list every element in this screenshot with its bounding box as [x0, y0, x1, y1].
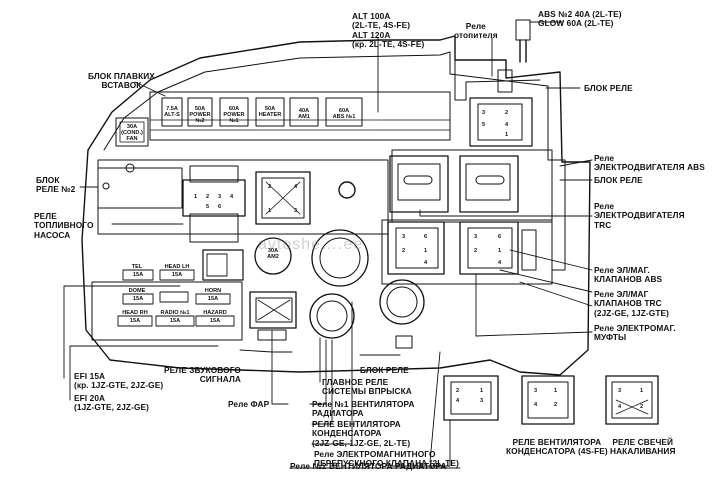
- label-efi-20a: EFI 20A (1JZ-GTE, 2JZ-GE): [74, 393, 149, 413]
- pin-2: 2: [474, 248, 478, 254]
- label-bypass-valve-relay: Реле ЭЛЕКТРОМАГНИТНОГО ПЕРЕПУСКНОГО КЛАП…: [314, 449, 459, 469]
- pin-3: 3: [402, 234, 406, 240]
- label-relay-block-2: БЛОК РЕЛЕ №2: [36, 175, 76, 195]
- fuse-horn: HORN: [204, 288, 222, 294]
- pin-5: 5: [482, 122, 486, 128]
- label-relay-block-bottom: БЛОК РЕЛЕ: [360, 365, 409, 375]
- fuse-head-lh: HEAD LH: [164, 264, 190, 270]
- pin-4: 4: [534, 402, 538, 408]
- fuse-head-rh: HEAD RH: [122, 310, 148, 316]
- pin-2: 2: [640, 404, 644, 410]
- label-trc-motor-relay: Реле ЭЛЕКТРОДВИГАТЕЛЯ TRC: [594, 201, 685, 230]
- fuse-block-enclosure: [149, 91, 451, 141]
- pin-4: 4: [424, 260, 428, 266]
- fuse-rating-head-lh: 15A: [171, 272, 183, 278]
- label-abs-motor-relay: Реле ЭЛЕКТРОДВИГАТЕЛЯ ABS: [594, 153, 705, 173]
- fuse-am1: 40A AM1: [298, 108, 310, 120]
- leader-lines: [63, 21, 593, 469]
- pin-6: 6: [498, 234, 502, 240]
- watermark: avtoshe….ee: [258, 236, 364, 253]
- top-fuse-cells: [161, 97, 363, 127]
- label-fan-relay-2: Реле №2 ВЕНТИЛЯТОРА РАДИАТОРА: [290, 461, 447, 471]
- pin-4: 4: [294, 184, 298, 190]
- fuse-rating-head-rh: 15A: [129, 318, 141, 324]
- housing-inner-outline: [103, 51, 549, 161]
- pin-3: 3: [294, 208, 298, 214]
- pin-2: 2: [402, 248, 406, 254]
- pin-1: 1: [498, 248, 502, 254]
- pin-1: 1: [480, 388, 484, 394]
- label-fuse-block: БЛОК ПЛАВКИХ ВСТАВОК: [88, 71, 155, 91]
- fuse-dome: DOME: [128, 288, 146, 294]
- fuse-rating-tel: 15A: [132, 272, 144, 278]
- fuse-rating-radio-1: 15A: [169, 318, 181, 324]
- label-headlight-relay: Реле ФАР: [228, 399, 270, 409]
- fuse-heater: 50A HEATER: [258, 106, 282, 118]
- pin-1: 1: [554, 388, 558, 394]
- pin-2: 2: [554, 402, 558, 408]
- pin-1: 1: [194, 194, 198, 200]
- label-efi-15a: EFI 15A (кр. 1JZ-GTE, 2JZ-GE): [74, 371, 164, 391]
- pin-6: 6: [218, 204, 222, 210]
- fuse-rating-hazard: 15A: [209, 318, 221, 324]
- fuse-tel: TEL: [131, 264, 143, 270]
- pin-1: 1: [640, 388, 644, 394]
- label-condenser-fan-relay-4s: РЕЛЕ ВЕНТИЛЯТОРА КОНДЕНСАТОРА (4S-FE): [506, 437, 608, 457]
- pin-1: 1: [268, 208, 272, 214]
- fuse-radio-1: RADIO №1: [160, 310, 190, 316]
- label-clutch-relay: Реле ЭЛЕКТРОМАГ. МУФТЫ: [594, 323, 676, 343]
- housing-outline: [81, 35, 591, 376]
- pin-1: 1: [505, 132, 509, 138]
- fuse-abs-1: 60A ABS №1: [332, 108, 356, 120]
- label-relay-block-top: БЛОК РЕЛЕ: [584, 83, 633, 93]
- fuse-cond-fan: 30A (COND.) FAN: [121, 124, 143, 142]
- label-trc-solenoid-relay: Реле ЭЛ/МАГ КЛАПАНОВ TRC (2JZ-GE, 1JZ-GT…: [594, 289, 669, 318]
- bottom-fuse-cells: [117, 269, 235, 327]
- pin-4: 4: [618, 404, 622, 410]
- pin-4: 4: [505, 122, 509, 128]
- label-condenser-fan-relay: РЕЛЕ ВЕНТИЛЯТОРА КОНДЕНСАТОРА (2JZ-GE, 1…: [312, 419, 411, 448]
- fuse-power-1: 60A POWER №1: [223, 106, 245, 124]
- label-glow-plug-relay: РЕЛЕ СВЕЧЕЙ НАКАЛИВАНИЯ: [610, 437, 676, 457]
- pin-2: 2: [456, 388, 460, 394]
- pin-6: 6: [424, 234, 428, 240]
- label-fan-relay-1: Реле №1 ВЕНТИЛЯТОРА РАДИАТОРА: [312, 399, 415, 419]
- pin-3: 3: [480, 398, 484, 404]
- pin-3: 3: [482, 110, 486, 116]
- pin-2: 2: [268, 184, 272, 190]
- pin-4: 4: [456, 398, 460, 404]
- fuse-alt-s: 7.5A ALT-S: [164, 106, 180, 118]
- pin-1: 1: [424, 248, 428, 254]
- pin-4: 4: [230, 194, 234, 200]
- pin-3: 3: [218, 194, 222, 200]
- pin-2: 2: [206, 194, 210, 200]
- fuse-rating-horn: 15A: [207, 296, 219, 302]
- pin-3: 3: [474, 234, 478, 240]
- label-alt-100a: ALT 100A (2L-TE, 4S-FE) ALT 120A (кр. 2L…: [352, 11, 425, 50]
- label-fuel-pump-relay: РЕЛЕ ТОПЛИВНОГО НАСОСА: [34, 211, 94, 240]
- pin-3: 3: [618, 388, 622, 394]
- label-relay-block-right: БЛОК РЕЛЕ: [594, 175, 643, 185]
- fuse-rating-dome: 15A: [132, 296, 144, 302]
- pin-2: 2: [505, 110, 509, 116]
- pin-3: 3: [534, 388, 538, 394]
- label-efi-main-relay: ГЛАВНОЕ РЕЛЕ СИСТЕМЫ ВПРЫСКА: [322, 377, 412, 397]
- label-heater-relay: Реле отопителя: [454, 21, 498, 41]
- pin-5: 5: [206, 204, 210, 210]
- label-abs-solenoid-relay: Реле ЭЛ/МАГ. КЛАПАНОВ ABS: [594, 265, 663, 285]
- fuse-am2: 30A AM2: [267, 248, 279, 260]
- pin-4: 4: [498, 260, 502, 266]
- label-abs2-glow: ABS №2 40A (2L-TE) GLOW 60A (2L-TE): [538, 9, 622, 29]
- fuse-hazard: HAZARD: [203, 310, 227, 316]
- fuse-power-2: 50A POWER №2: [189, 106, 211, 124]
- label-horn-relay: РЕЛЕ ЗВУКОВОГО СИГНАЛА: [164, 365, 241, 385]
